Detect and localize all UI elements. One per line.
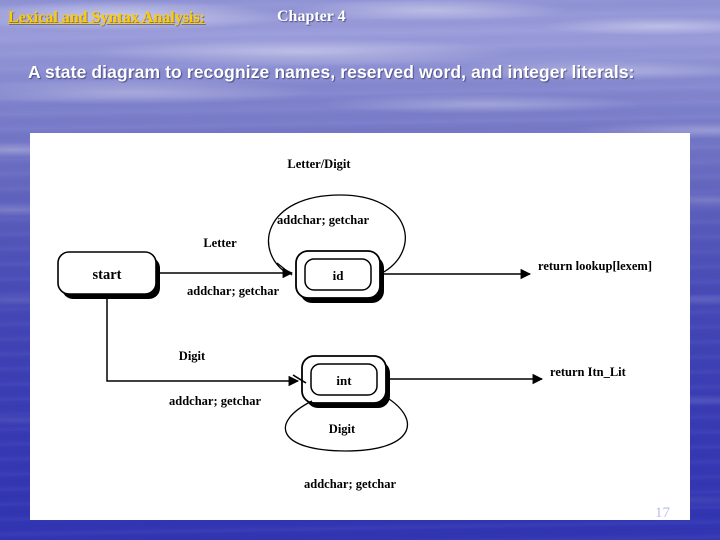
node-id-inner [304,258,372,291]
edge-start-to-id: Letter addchar; getchar [156,236,294,298]
loop-int-condition: Digit [329,422,356,436]
node-id[interactable]: id [295,250,384,303]
node-int-inner [310,363,378,396]
edge-digit-action: addchar; getchar [169,394,261,408]
loop-int-action: addchar; getchar [304,477,396,491]
edge-start-to-int-line [106,299,300,387]
edge-start-to-int: Digit addchar; getchar [106,299,300,408]
self-loop-id-arc [267,194,406,275]
edge-letter-action: addchar; getchar [187,284,279,298]
output-int-label: return Itn_Lit [550,365,627,379]
slide-subtitle: A state diagram to recognize names, rese… [28,62,635,82]
diagram-canvas: start id int [30,133,690,520]
output-id: return lookup[lexem] [382,259,652,280]
loop-id-condition: Letter/Digit [287,157,351,171]
self-loop-int-arc [284,396,408,452]
self-loop-int-arrowstem [292,374,307,384]
node-start[interactable]: start [57,251,160,299]
self-loop-int: Digit addchar; getchar [284,374,408,491]
self-loop-id-arrowstem [276,262,293,276]
state-diagram: start id int [57,157,652,491]
loop-id-action: addchar; getchar [277,213,369,227]
page-title: Lexical and Syntax Analysis: [8,9,205,26]
node-id-label: id [333,268,345,283]
node-int-label: int [336,373,352,388]
chapter-label: Chapter 4 [277,8,346,25]
output-id-label: return lookup[lexem] [538,259,652,273]
page-number: 17 [655,505,670,521]
slide-header: Lexical and Syntax Analysis: Chapter 4 [0,0,720,42]
node-int[interactable]: int [301,355,390,408]
edge-digit-condition: Digit [179,349,206,363]
output-int: return Itn_Lit [388,365,627,385]
edge-letter-condition: Letter [203,236,237,250]
self-loop-id: Letter/Digit addchar; getchar [267,157,406,276]
node-start-label: start [93,267,122,283]
